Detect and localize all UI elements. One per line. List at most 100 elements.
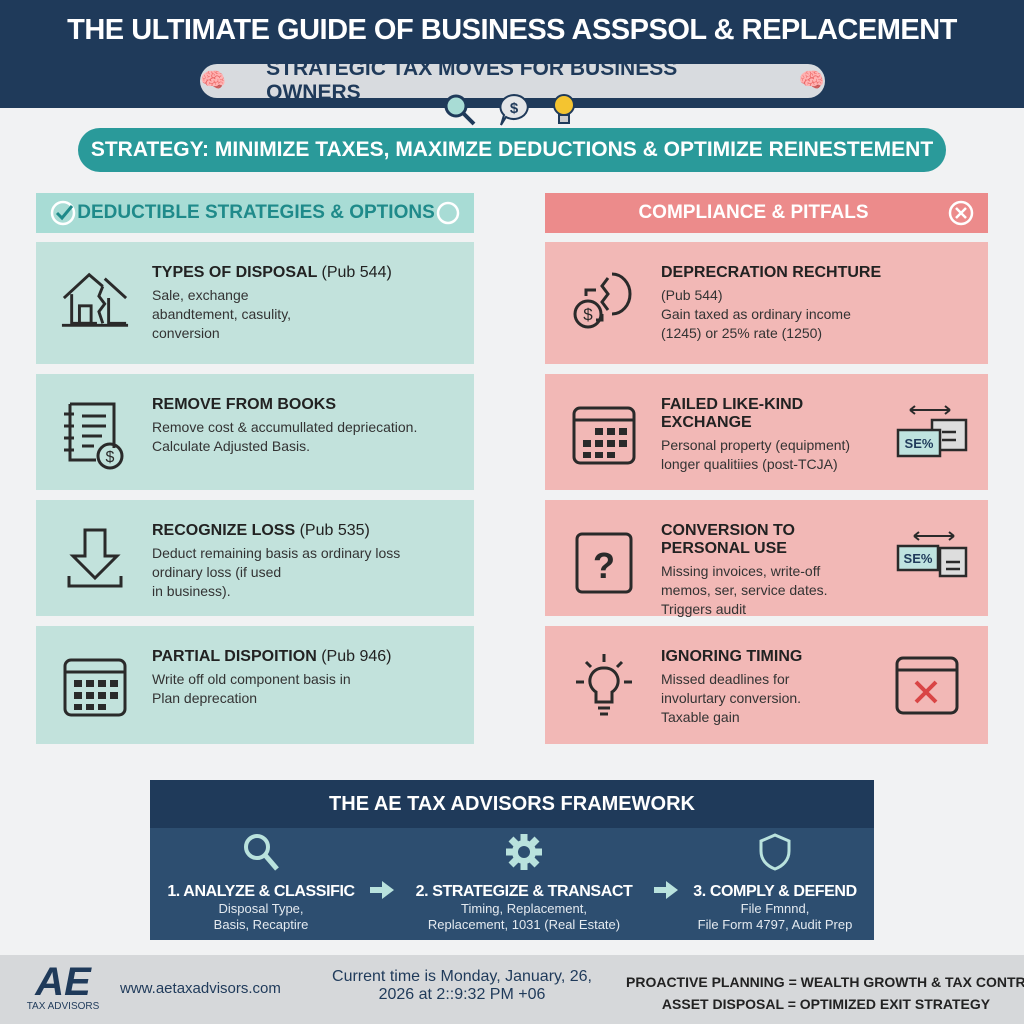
tagline: PROACTIVE PLANNING = WEALTH GROWTH & TAX… [626, 971, 1024, 1015]
deductible-header: DEDUCTIBLE STRATEGIES & OPTIONS [36, 193, 474, 233]
card-title: RECOGNIZE LOSS [152, 522, 296, 539]
lightbulb-icon [553, 94, 575, 124]
card-failed-like-kind-exchange: FAILED LIKE-KIND EXCHANGE Personal prope… [545, 374, 988, 490]
gear-icon [506, 834, 542, 870]
card-line: abandtement, casulity, [152, 306, 292, 322]
subtitle-pill: 🧠 STRATEGIC TAX MOVES FOR BUSINESS OWNER… [200, 57, 825, 104]
framework-step-1: 1. ANALYZE & CLASSIFIC Disposal Type,Bas… [154, 832, 368, 933]
card-line: (Pub 544) [661, 287, 723, 303]
svg-text:$: $ [106, 449, 115, 466]
card-partial-disposition: PARTIAL DISPOITION (Pub 946) Write off o… [36, 626, 474, 744]
card-line: in business). [152, 583, 231, 599]
strategy-banner: STRATEGY: MINIMIZE TAXES, MAXIMZE DEDUCT… [78, 128, 946, 172]
card-conversion-personal-use: ? CONVERSION TO PERSONAL USE Missing inv… [545, 500, 988, 617]
ledger-dollar-icon: $ [64, 402, 124, 470]
step-line: Disposal Type, [218, 901, 304, 916]
card-ref: (Pub 544) [321, 264, 392, 281]
current-time: Current time is Monday, January, 26, 202… [322, 968, 602, 1004]
x-circle-icon [948, 200, 974, 226]
card-line: Taxable gain [661, 709, 740, 725]
card-line: longer qualitiies (post-TCJA) [661, 456, 838, 472]
step-title: 2. STRATEGIZE & TRANSACT [415, 883, 633, 900]
svg-text:$: $ [583, 305, 593, 324]
card-title: TYPES OF DISPOSAL [152, 264, 318, 281]
card-title: REMOVE FROM BOOKS [152, 396, 337, 413]
card-line: memos, ser, service dates. [661, 582, 828, 598]
checkmark-icon [50, 200, 76, 226]
card-line: Remove cost & accumullated depriecation. [152, 419, 418, 435]
card-line: (1245) or 25% rate (1250) [661, 325, 823, 341]
svg-text:$: $ [510, 100, 519, 117]
card-title: FAILED LIKE-KIND EXCHANGE [661, 396, 804, 431]
magnifier-icon [444, 94, 476, 126]
card-title: CONVERSION TO PERSONAL USE [661, 522, 795, 557]
card-title: DEPRECRATION RECHTURE [661, 264, 882, 281]
time-line: Current time is Monday, January, 26, [332, 968, 592, 985]
arrow-right-icon [370, 881, 394, 899]
time-line: 2026 at 2::9:32 PM +06 [378, 986, 546, 1003]
card-types-of-disposal: TYPES OF DISPOSAL (Pub 544) Sale, exchan… [36, 242, 474, 364]
step-line: Timing, Replacement, [461, 901, 587, 916]
dollar-exchange-icon: $ [573, 272, 632, 329]
question-calendar-icon: ? [575, 532, 633, 594]
download-arrow-icon [67, 528, 123, 588]
step-line: Replacement, 1031 (Real Estate) [427, 917, 621, 932]
card-recognize-loss: RECOGNIZE LOSS (Pub 535) Deduct remainin… [36, 500, 474, 616]
logo-mark: AE [35, 960, 91, 1004]
compliance-header: COMPLIANCE & PITFALS [545, 193, 988, 233]
top-icons: $ [430, 92, 590, 132]
card-line: conversion [152, 325, 220, 341]
card-ref: (Pub 535) [299, 522, 370, 539]
step-title: 1. ANALYZE & CLASSIFIC [167, 883, 355, 900]
tagline-1: PROACTIVE PLANNING = WEALTH GROWTH & TAX… [626, 974, 1024, 990]
shield-icon [759, 833, 791, 871]
card-line: Plan deprecation [152, 690, 258, 706]
calendar-icon [572, 406, 636, 465]
subtitle: STRATEGIC TAX MOVES FOR BUSINESS OWNERS [266, 57, 678, 104]
magnifier-icon [244, 834, 279, 871]
logo-subtext: TAX ADVISORS [26, 1001, 100, 1012]
framework-step-3: 3. COMPLY & DEFEND File Fmnnd,File Form … [680, 832, 870, 933]
framework-panel: THE AE TAX ADVISORS FRAMEWORK 1. ANALYZE… [150, 780, 874, 940]
dollar-bubble-icon: $ [499, 93, 529, 126]
step-line: Basis, Recaptire [213, 917, 309, 932]
step-line: File Form 4797, Audit Prep [697, 917, 853, 932]
card-line: Deduct remaining basis as ordinary loss [152, 545, 401, 561]
page-title: THE ULTIMATE GUIDE OF BUSINESS ASSPSOL &… [67, 14, 957, 46]
card-line: Missed deadlines for [661, 671, 790, 687]
card-depreciation-recapture: $ DEPRECRATION RECHTURE (Pub 544) Gain ta… [545, 242, 988, 364]
card-remove-from-books: $ REMOVE FROM BOOKS Remove cost & accumu… [36, 374, 474, 490]
badge-text: SE% [905, 436, 934, 451]
card-line: Sale, exchange [152, 287, 249, 303]
step-title: 3. COMPLY & DEFEND [693, 883, 857, 900]
framework-title: THE AE TAX ADVISORS FRAMEWORK [150, 780, 874, 828]
brain-icon: 🧠 [798, 69, 825, 92]
arrow-right-icon [654, 881, 678, 899]
broken-house-icon [61, 272, 129, 327]
calendar-x-icon [895, 656, 959, 715]
deductible-title: DEDUCTIBLE STRATEGIES & OPTIONS [77, 202, 435, 223]
brain-icon: 🧠 [200, 69, 227, 92]
circle-icon [436, 201, 460, 225]
card-title: PARTIAL DISPOITION [152, 648, 317, 665]
badge-text: SE% [904, 551, 933, 566]
card-line: Triggers audit [661, 601, 747, 617]
card-line: Personal property (equipment) [661, 437, 851, 453]
card-line: Calculate Adjusted Basis. [152, 438, 310, 454]
ae-logo: AE TAX ADVISORS [18, 960, 108, 1012]
card-line: Gain taxed as ordinary income [661, 306, 851, 322]
card-ref: (Pub 946) [321, 648, 392, 665]
card-line: ordinary loss (if used [152, 564, 282, 580]
framework-step-2: 2. STRATEGIZE & TRANSACT Timing, Replace… [398, 832, 650, 933]
step-line: File Fmnnd, [740, 901, 810, 916]
tagline-2: ASSET DISPOSAL = OPTIMIZED EXIT STRATEGY [661, 996, 991, 1012]
card-line: involurtary conversion. [661, 690, 802, 706]
lightbulb-icon [576, 654, 632, 716]
website-link[interactable]: www.aetaxadvisors.com [120, 980, 281, 997]
exchange-document-icon: SE% [896, 531, 968, 578]
calendar-icon [63, 658, 127, 717]
footer: AE TAX ADVISORS www.aetaxadvisors.com Cu… [0, 955, 1024, 1024]
compliance-title: COMPLIANCE & PITFALS [638, 202, 869, 223]
card-line: Write off old component basis in [152, 671, 351, 687]
